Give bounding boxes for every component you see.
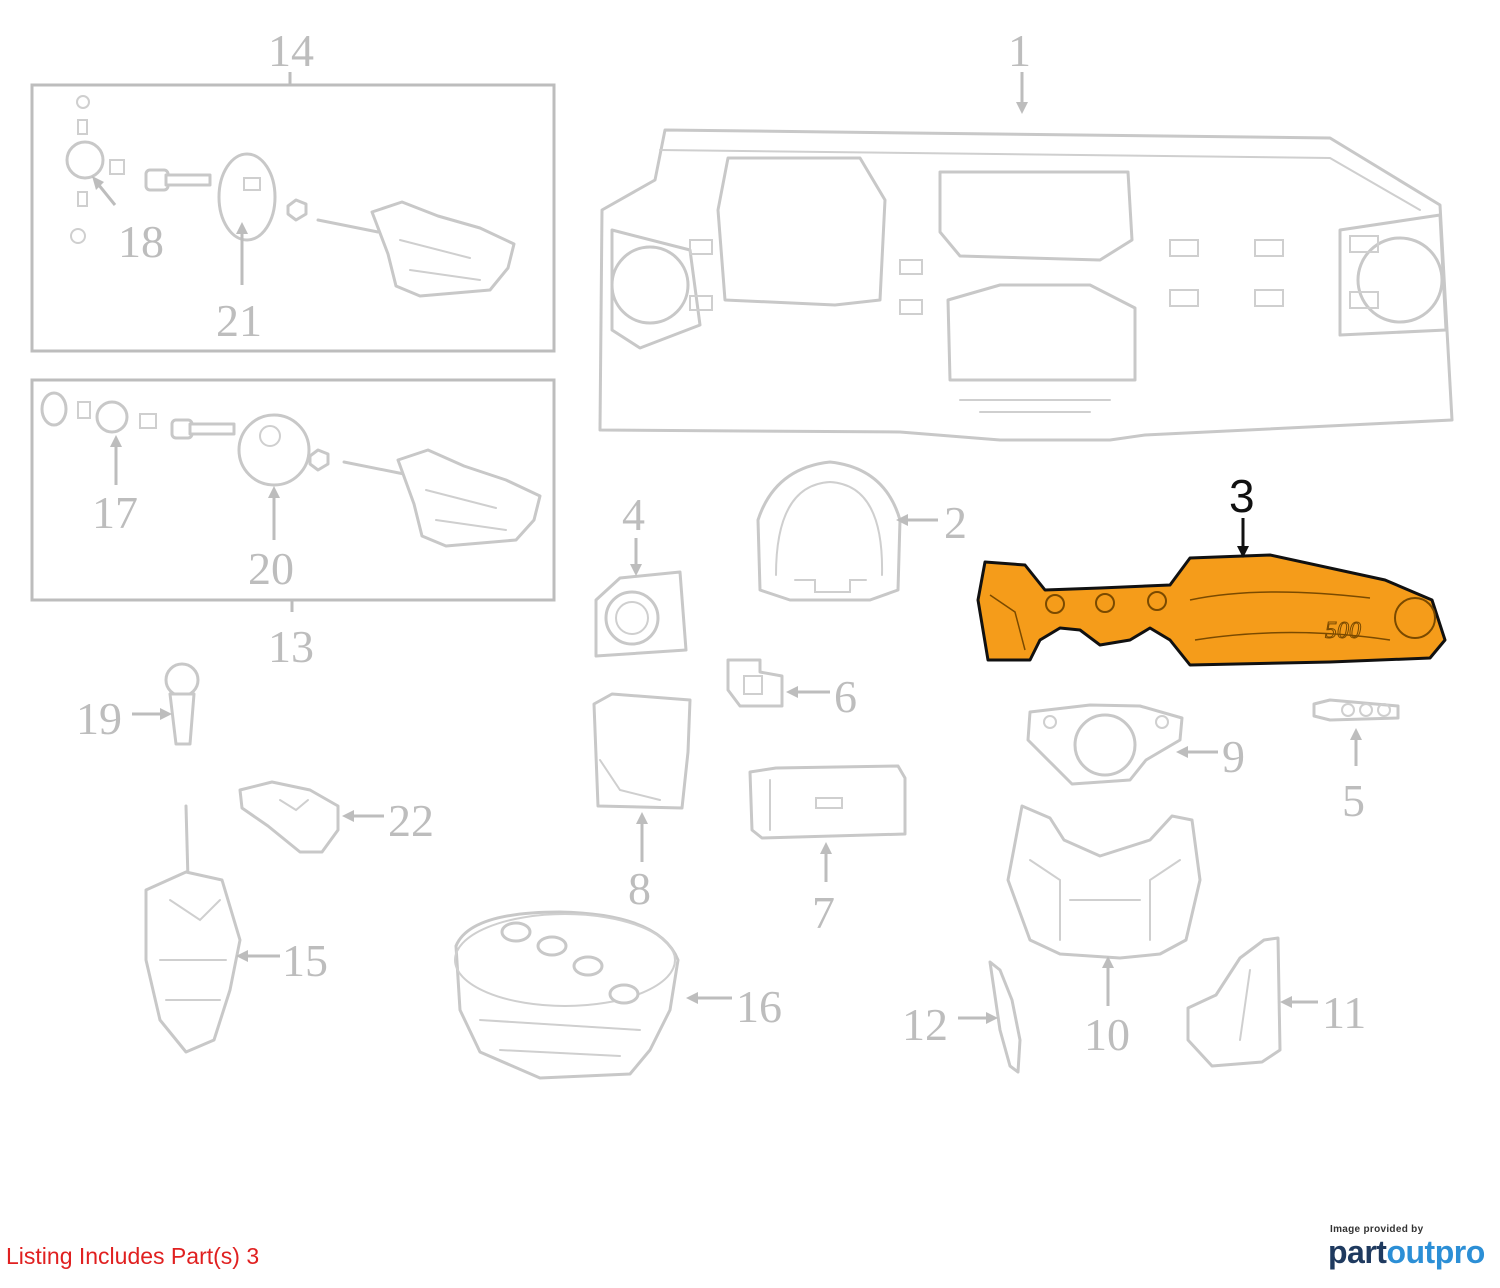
part-7-storage-tray <box>748 764 907 840</box>
callout-22: 22 <box>342 795 434 846</box>
callout-1-label: 1 <box>1008 25 1031 76</box>
callout-6-label: 6 <box>834 671 857 722</box>
callout-6: 6 <box>786 671 857 722</box>
callout-20-label: 20 <box>248 543 294 594</box>
kit-box-14 <box>30 72 556 353</box>
callout-12-label: 12 <box>902 999 948 1050</box>
part-10-center-console <box>1006 804 1202 960</box>
part-4-vent-bezel <box>594 570 688 658</box>
callout-7: 7 <box>812 842 835 938</box>
callout-14: 14 <box>268 25 314 76</box>
listing-includes-note: Listing Includes Part(s) 3 <box>6 1243 260 1269</box>
part-9-console-bezel <box>1026 703 1184 786</box>
part-3-dash-trim-highlighted: 500 <box>976 553 1447 667</box>
callout-10: 10 <box>1084 956 1130 1060</box>
callout-15: 15 <box>236 935 328 986</box>
callout-16: 16 <box>686 981 782 1032</box>
logo-word-outpro: outpro <box>1386 1234 1485 1270</box>
part-8-side-trim <box>592 692 692 810</box>
callout-13-label: 13 <box>268 621 314 672</box>
callout-14-label: 14 <box>268 25 314 76</box>
part-11-side-panel <box>1186 936 1282 1068</box>
callout-11: 11 <box>1280 987 1366 1038</box>
callout-20: 20 <box>248 486 294 594</box>
callout-19: 19 <box>76 693 172 744</box>
callout-19-label: 19 <box>76 693 122 744</box>
callout-17-label: 17 <box>92 487 138 538</box>
part-6-clip <box>726 658 784 708</box>
kit-box-13 <box>30 378 556 612</box>
part-2-cluster-hood <box>756 460 902 602</box>
callout-16-label: 16 <box>736 981 782 1032</box>
part-5-500-emblem <box>1312 698 1400 722</box>
callout-21-label: 21 <box>216 295 262 346</box>
callout-2-label: 2 <box>944 497 967 548</box>
callout-22-label: 22 <box>388 795 434 846</box>
callout-1: 1 <box>1008 25 1031 114</box>
callout-4: 4 <box>622 489 645 576</box>
part-1-instrument-panel <box>598 128 1454 442</box>
part-3-badge-500: 500 <box>1325 618 1361 644</box>
part-19-shift-knob <box>164 662 200 746</box>
callout-13: 13 <box>268 621 314 672</box>
part-15-shifter-assembly <box>144 804 242 1054</box>
callout-4-label: 4 <box>622 489 645 540</box>
callout-8-label: 8 <box>628 863 651 914</box>
callout-5: 5 <box>1342 728 1365 826</box>
callout-17: 17 <box>92 435 138 538</box>
callout-8: 8 <box>628 812 651 914</box>
callout-9: 9 <box>1176 731 1245 782</box>
logo-word-part: part <box>1328 1234 1387 1270</box>
callout-3-label: 3 <box>1229 470 1255 522</box>
part-16-switch-pod <box>454 910 680 1080</box>
callout-18-label: 18 <box>118 216 164 267</box>
image-provider-caption: Image provided by <box>1330 1224 1424 1235</box>
callout-7-label: 7 <box>812 887 835 938</box>
callout-10-label: 10 <box>1084 1009 1130 1060</box>
partoutpro-logo: partoutpro <box>1328 1234 1485 1271</box>
callout-5-label: 5 <box>1342 775 1365 826</box>
callout-9-label: 9 <box>1222 731 1245 782</box>
callout-3: 3 <box>1229 470 1255 558</box>
part-22-switch <box>238 780 340 854</box>
callout-18: 18 <box>92 176 164 267</box>
callout-2: 2 <box>896 497 967 548</box>
callout-15-label: 15 <box>282 935 328 986</box>
part-12-side-panel <box>988 960 1022 1074</box>
part-3-shape <box>976 553 1447 667</box>
callout-11-label: 11 <box>1322 987 1366 1038</box>
callout-12: 12 <box>902 999 998 1050</box>
callout-21: 21 <box>216 222 262 346</box>
